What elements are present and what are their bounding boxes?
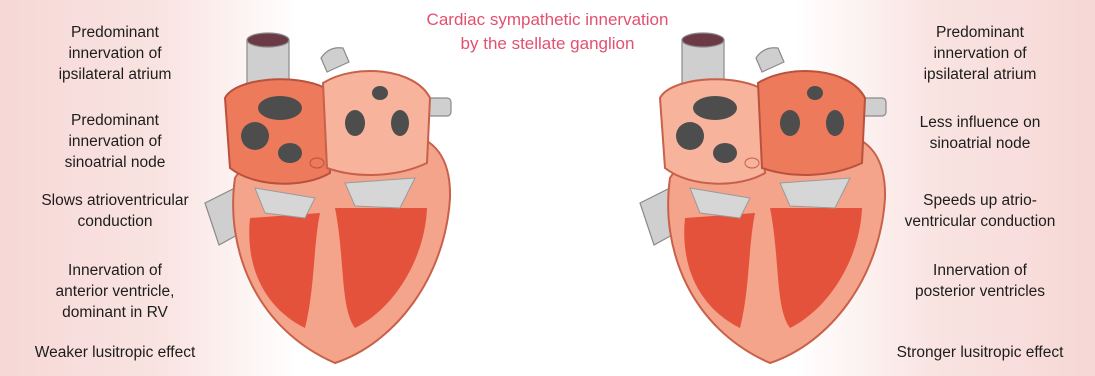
left-heart-left-atrium [323,71,430,175]
left-heart-sa-node [310,158,324,168]
right-heart-illustration [630,28,900,373]
left-heart-illustration [195,28,465,373]
right-heart-pulmonary-vein-top [756,48,784,72]
right-heart-left-atrium [758,71,865,175]
left-heart-pulmonary-vein-top [321,48,349,72]
right-heart-sa-node [745,158,759,168]
